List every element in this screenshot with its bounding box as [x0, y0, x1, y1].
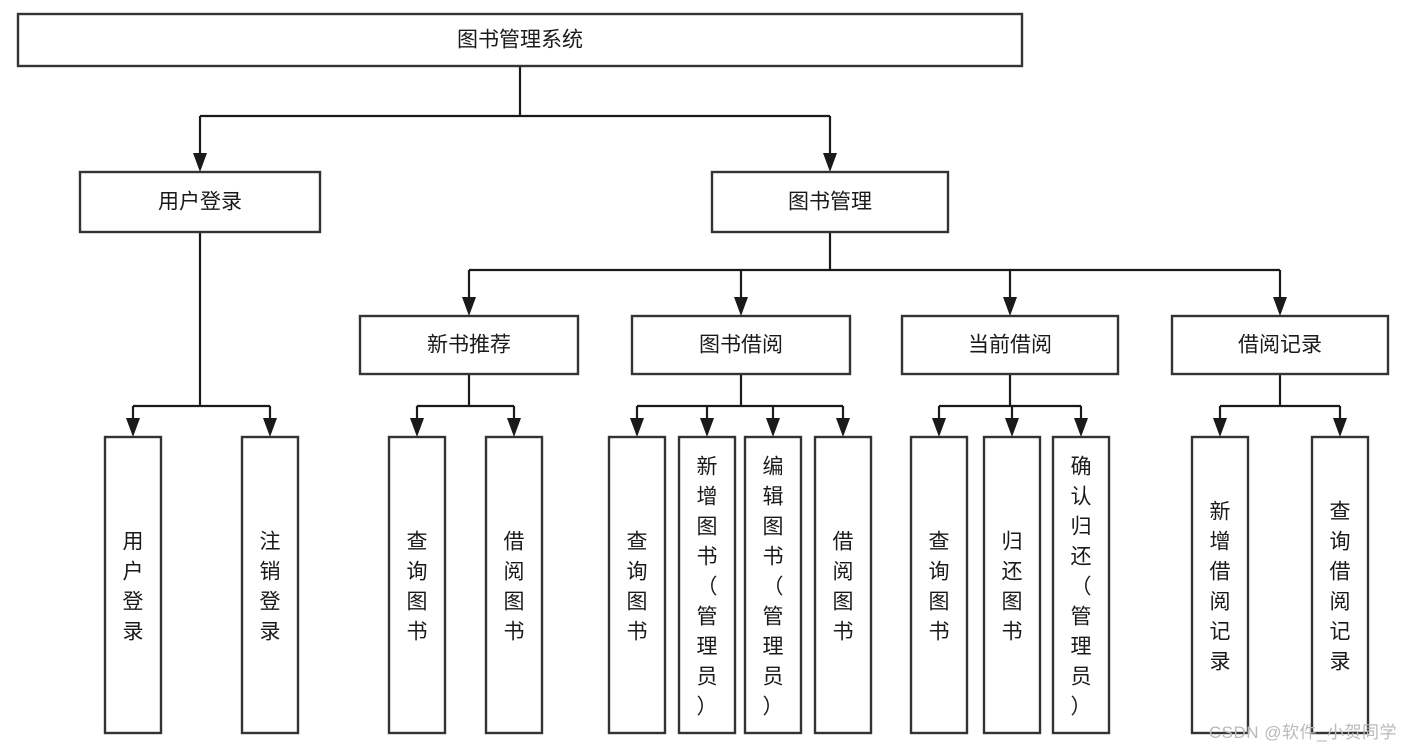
arrow-head-icon — [700, 418, 714, 437]
arrow-head-icon — [193, 153, 207, 172]
arrow-head-icon — [1074, 418, 1088, 437]
edge-group-root — [193, 66, 837, 172]
nodes-layer: 图书管理系统用户登录图书管理新书推荐图书借阅当前借阅借阅记录用户登录注销登录查询… — [16, 12, 1390, 735]
node-leaf-add-record[interactable]: 新增借阅记录 — [1190, 435, 1250, 735]
node-box-leaf-user-login — [103, 435, 163, 735]
node-box-borrow-record — [1170, 314, 1390, 376]
arrow-head-icon — [263, 418, 277, 437]
node-label-leaf-query-book-2: 查询图书 — [627, 530, 648, 643]
node-label-new-book-recommend: 新书推荐 — [427, 334, 511, 357]
node-book-borrow[interactable]: 图书借阅 — [630, 314, 852, 376]
node-label-leaf-query-book-3: 查询图书 — [929, 530, 950, 643]
node-label-leaf-add-book: 新增图书（管理员） — [697, 455, 718, 718]
node-book-manage[interactable]: 图书管理 — [710, 170, 950, 234]
node-current-borrow[interactable]: 当前借阅 — [900, 314, 1120, 376]
node-label-book-manage: 图书管理 — [788, 191, 872, 214]
node-borrow-record[interactable]: 借阅记录 — [1170, 314, 1390, 376]
arrow-head-icon — [734, 297, 748, 316]
node-box-leaf-query-record — [1310, 435, 1370, 735]
node-leaf-return-book[interactable]: 归还图书 — [982, 435, 1042, 735]
node-label-leaf-edit-book: 编辑图书（管理员） — [763, 455, 784, 718]
node-box-book-borrow — [630, 314, 852, 376]
arrow-head-icon — [932, 418, 946, 437]
node-box-leaf-return-book — [982, 435, 1042, 735]
arrow-head-icon — [766, 418, 780, 437]
node-leaf-user-login[interactable]: 用户登录 — [103, 435, 163, 735]
node-box-leaf-edit-book — [743, 435, 803, 735]
edge-group-book-borrow-leaves — [630, 374, 850, 437]
arrow-head-icon — [1273, 297, 1287, 316]
node-box-leaf-query-book-1 — [387, 435, 447, 735]
node-box-leaf-query-book-3 — [909, 435, 969, 735]
node-label-leaf-add-record: 新增借阅记录 — [1210, 500, 1231, 673]
edge-group-user-login-leaves — [126, 232, 277, 437]
node-box-leaf-query-book-2 — [607, 435, 667, 735]
node-leaf-query-record[interactable]: 查询借阅记录 — [1310, 435, 1370, 735]
node-leaf-query-book-2[interactable]: 查询图书 — [607, 435, 667, 735]
node-label-leaf-borrow-book-2: 借阅图书 — [833, 530, 854, 643]
node-box-leaf-confirm-return — [1051, 435, 1111, 735]
node-new-book-recommend[interactable]: 新书推荐 — [358, 314, 580, 376]
arrow-head-icon — [836, 418, 850, 437]
arrow-head-icon — [1333, 418, 1347, 437]
node-label-leaf-borrow-book-1: 借阅图书 — [504, 530, 525, 643]
node-root[interactable]: 图书管理系统 — [16, 12, 1024, 68]
arrow-head-icon — [823, 153, 837, 172]
node-label-leaf-confirm-return: 确认归还（管理员） — [1071, 455, 1092, 718]
node-user-login[interactable]: 用户登录 — [78, 170, 322, 234]
node-label-user-login: 用户登录 — [158, 191, 242, 214]
arrow-head-icon — [507, 418, 521, 437]
arrow-head-icon — [410, 418, 424, 437]
node-box-root — [16, 12, 1024, 68]
node-box-new-book-recommend — [358, 314, 580, 376]
node-leaf-borrow-book-2[interactable]: 借阅图书 — [813, 435, 873, 735]
node-box-leaf-borrow-book-1 — [484, 435, 544, 735]
node-label-book-borrow: 图书借阅 — [699, 334, 783, 357]
node-label-borrow-record: 借阅记录 — [1238, 334, 1322, 357]
arrow-head-icon — [1005, 418, 1019, 437]
node-leaf-user-logout[interactable]: 注销登录 — [240, 435, 300, 735]
node-label-leaf-user-logout: 注销登录 — [260, 530, 281, 643]
node-label-leaf-return-book: 归还图书 — [1002, 530, 1023, 643]
node-leaf-borrow-book-1[interactable]: 借阅图书 — [484, 435, 544, 735]
node-leaf-add-book[interactable]: 新增图书（管理员） — [677, 435, 737, 735]
node-box-leaf-user-logout — [240, 435, 300, 735]
node-box-leaf-borrow-book-2 — [813, 435, 873, 735]
edge-group-book-manage — [462, 232, 1287, 316]
arrow-head-icon — [126, 418, 140, 437]
edge-group-current-borrow-leaves — [932, 374, 1088, 437]
arrow-head-icon — [1213, 418, 1227, 437]
edge-group-borrow-record-leaves — [1213, 374, 1347, 437]
node-label-leaf-query-book-1: 查询图书 — [407, 530, 428, 643]
edges-layer — [126, 66, 1347, 437]
node-leaf-confirm-return[interactable]: 确认归还（管理员） — [1051, 435, 1111, 735]
node-leaf-edit-book[interactable]: 编辑图书（管理员） — [743, 435, 803, 735]
node-leaf-query-book-1[interactable]: 查询图书 — [387, 435, 447, 735]
edge-group-new-book-recommend-leaves — [410, 374, 521, 437]
node-box-leaf-add-book — [677, 435, 737, 735]
node-box-leaf-add-record — [1190, 435, 1250, 735]
node-box-book-manage — [710, 170, 950, 234]
node-label-root: 图书管理系统 — [457, 29, 583, 52]
node-label-leaf-query-record: 查询借阅记录 — [1330, 500, 1351, 673]
arrow-head-icon — [630, 418, 644, 437]
watermark-text: CSDN @软件_小贺同学 — [1208, 723, 1397, 742]
node-box-user-login — [78, 170, 322, 234]
node-label-leaf-user-login: 用户登录 — [123, 530, 144, 643]
node-label-current-borrow: 当前借阅 — [968, 334, 1052, 357]
arrow-head-icon — [462, 297, 476, 316]
node-box-current-borrow — [900, 314, 1120, 376]
node-leaf-query-book-3[interactable]: 查询图书 — [909, 435, 969, 735]
arrow-head-icon — [1003, 297, 1017, 316]
